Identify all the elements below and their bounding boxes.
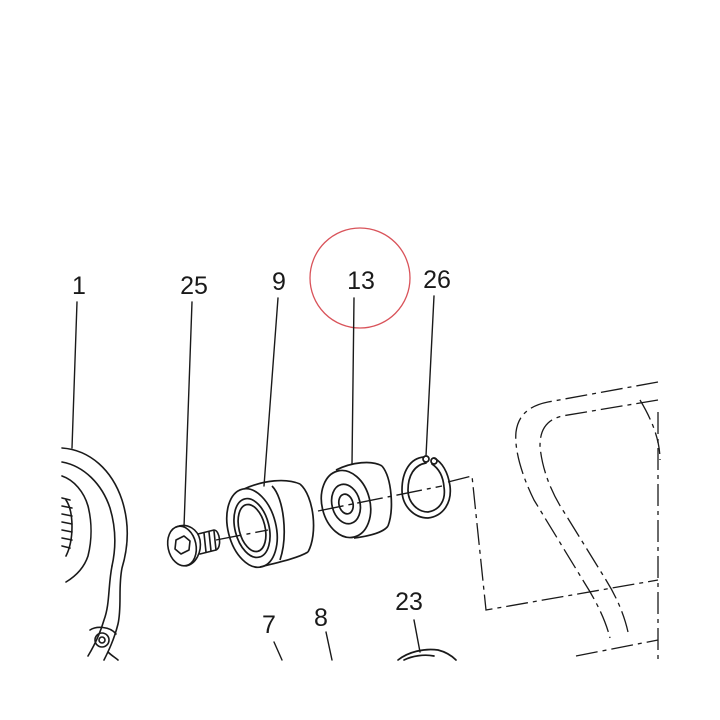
part-1-housing bbox=[62, 448, 127, 660]
leader-lines bbox=[71, 295, 435, 661]
part-23-partial bbox=[398, 649, 456, 660]
callout-1: 1 bbox=[72, 272, 86, 300]
callout-7: 7 bbox=[262, 611, 276, 639]
callout-8: 8 bbox=[314, 604, 328, 632]
callout-13: 13 bbox=[347, 267, 375, 295]
part-26-circlip bbox=[402, 456, 450, 518]
callout-9: 9 bbox=[272, 268, 286, 296]
part-13-bearing bbox=[314, 463, 391, 543]
highlight-circle bbox=[309, 227, 411, 329]
phantom-outline bbox=[447, 381, 661, 660]
callout-25: 25 bbox=[180, 272, 208, 300]
part-9-sleeve bbox=[219, 481, 314, 573]
callout-23: 23 bbox=[395, 588, 423, 616]
part-25-bolt bbox=[164, 524, 219, 569]
centre-axis bbox=[215, 485, 443, 541]
callout-26: 26 bbox=[423, 266, 451, 294]
